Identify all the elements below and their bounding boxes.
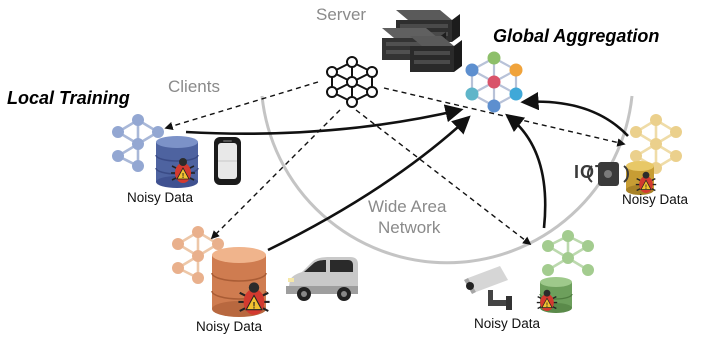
bug-warning-icon: ! [635, 171, 657, 194]
bug-warning-icon: ! [171, 158, 195, 183]
global-aggregation-heading: Global Aggregation [493, 26, 660, 46]
client-network-phone-icon [112, 114, 164, 172]
database-phone-icon [155, 136, 199, 188]
dashed-arrow-server-to-iot [383, 87, 626, 147]
svg-text:!: ! [252, 300, 255, 310]
solid-arrow-iot-to-global [520, 92, 629, 137]
solid-arrow-camera-to-global [505, 113, 547, 229]
security-camera-icon [464, 266, 512, 310]
smartphone-icon [214, 137, 241, 185]
car-icon [286, 257, 358, 301]
noisy-data-label-iot: Noisy Data [622, 192, 689, 207]
bug-warning-icon: ! [238, 282, 270, 315]
wide-area-label-line2: Network [378, 218, 441, 237]
wide-area-label-line1: Wide Area [368, 197, 447, 216]
svg-text:!: ! [645, 185, 647, 191]
client-network-car-icon [172, 226, 224, 284]
noisy-data-label-camera: Noisy Data [474, 316, 541, 331]
iot-speaker-icon [587, 162, 629, 186]
server-rack-icon [382, 10, 462, 72]
svg-text:!: ! [546, 303, 548, 309]
client-network-camera-icon [542, 230, 594, 276]
dashed-arrow-server-to-camera [355, 109, 532, 246]
server-neural-network-icon [326, 56, 378, 108]
solid-arrow-phone-to-global [185, 104, 464, 135]
solid-arrow-car-to-global [267, 115, 471, 252]
local-training-heading: Local Training [7, 88, 130, 108]
svg-text:!: ! [182, 173, 184, 180]
bug-warning-icon: ! [536, 289, 558, 312]
global-model-network-icon [465, 51, 523, 113]
server-label: Server [316, 5, 367, 24]
client-network-iot-icon [630, 114, 682, 174]
noisy-data-label-phone: Noisy Data [127, 190, 194, 205]
iot-label: IOT [574, 162, 607, 182]
clients-label: Clients [168, 77, 220, 96]
noisy-data-label-car: Noisy Data [196, 319, 263, 334]
